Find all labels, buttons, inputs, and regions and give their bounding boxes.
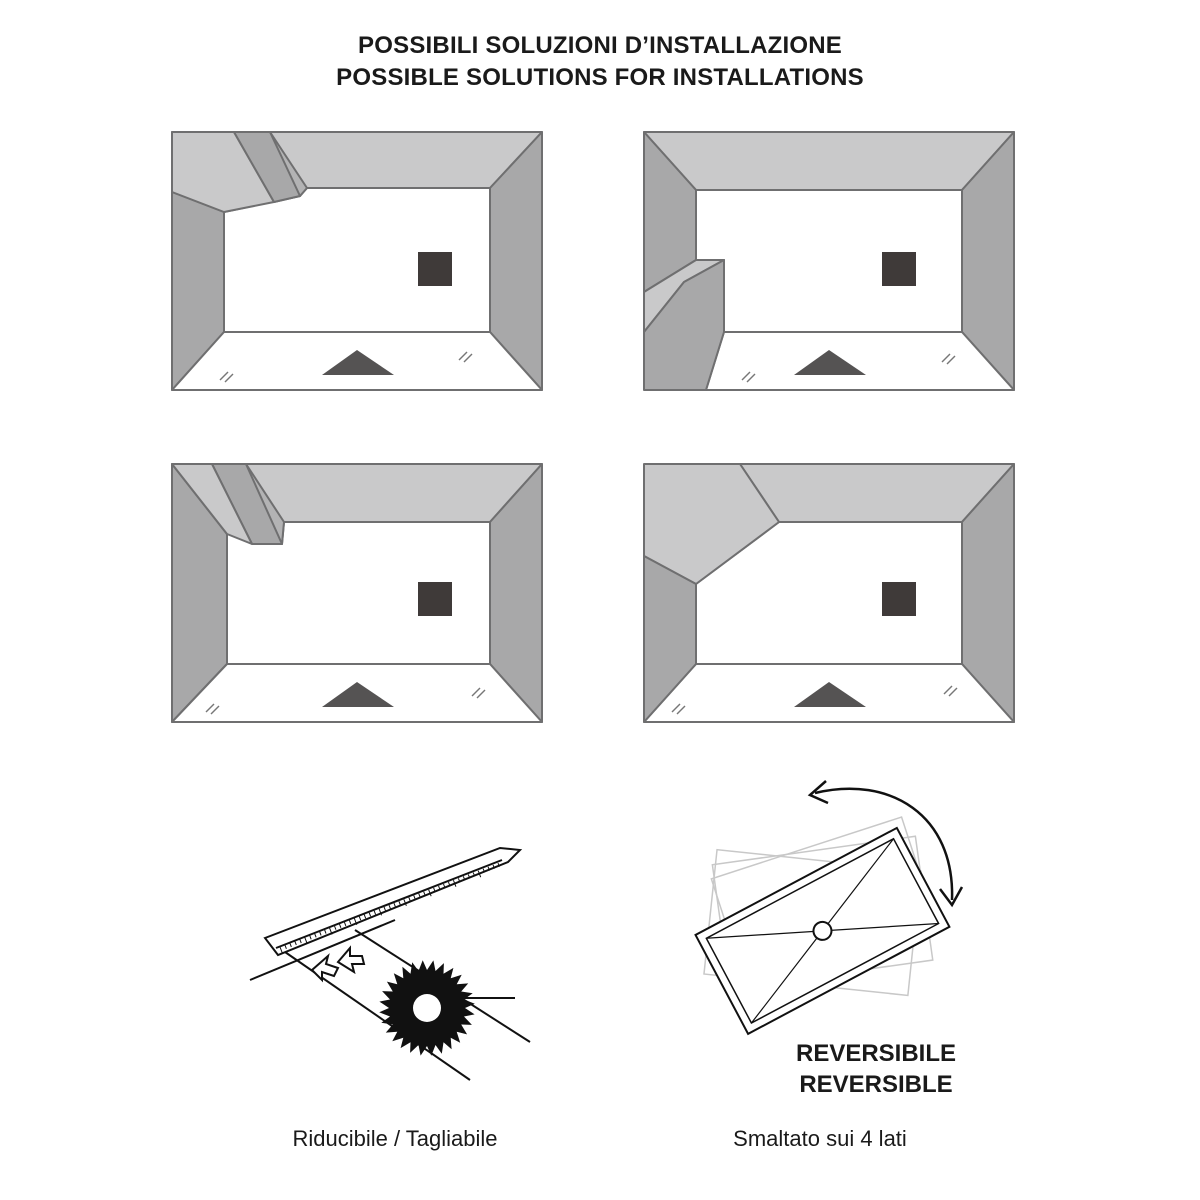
installation-layout-2 — [643, 131, 1015, 391]
rotation-arrow-icon — [814, 787, 954, 901]
arrow-left-icon — [310, 953, 340, 983]
glass-mark-icon — [741, 353, 956, 383]
enamelled-caption: Smaltato sui 4 lati — [733, 1126, 907, 1151]
rotating-tray-icon — [694, 780, 964, 1036]
drain-icon — [882, 252, 916, 286]
installation-layout-3 — [171, 463, 543, 723]
glass-mark-icon — [205, 687, 486, 715]
installation-layout-4 — [643, 463, 1015, 723]
drain-icon — [882, 582, 916, 616]
triangle-marker-icon — [794, 350, 866, 375]
arrow-right-icon — [336, 945, 366, 975]
drain-hole-icon — [812, 920, 833, 941]
title-english: POSSIBLE SOLUTIONS FOR INSTALLATIONS — [336, 64, 864, 91]
saw-blade-and-ruler-icon — [249, 846, 531, 1081]
back-wall — [643, 131, 1015, 191]
saw-blade — [379, 960, 475, 1056]
drain-icon — [418, 582, 452, 616]
glass-mark-icon — [671, 685, 958, 715]
ruler — [263, 846, 523, 957]
left-wall — [643, 555, 697, 723]
triangle-marker-icon — [322, 350, 394, 375]
glass-mark-icon — [219, 351, 473, 383]
title-italian: POSSIBILI SOLUZIONI D’INSTALLAZIONE — [358, 32, 842, 59]
front-ledge — [705, 331, 1015, 391]
triangle-marker-icon — [794, 682, 866, 707]
triangle-marker-icon — [322, 682, 394, 707]
drain-icon — [418, 252, 452, 286]
installation-layout-1 — [171, 131, 543, 391]
step-side — [643, 259, 725, 391]
reducible-caption: Riducibile / Tagliabile — [292, 1126, 498, 1151]
chamfer-wall — [643, 463, 780, 585]
tray-floor — [695, 189, 963, 333]
reversible-label-english: REVERSIBLE — [799, 1071, 953, 1098]
reversible-label-italian: REVERSIBILE — [795, 1040, 957, 1067]
